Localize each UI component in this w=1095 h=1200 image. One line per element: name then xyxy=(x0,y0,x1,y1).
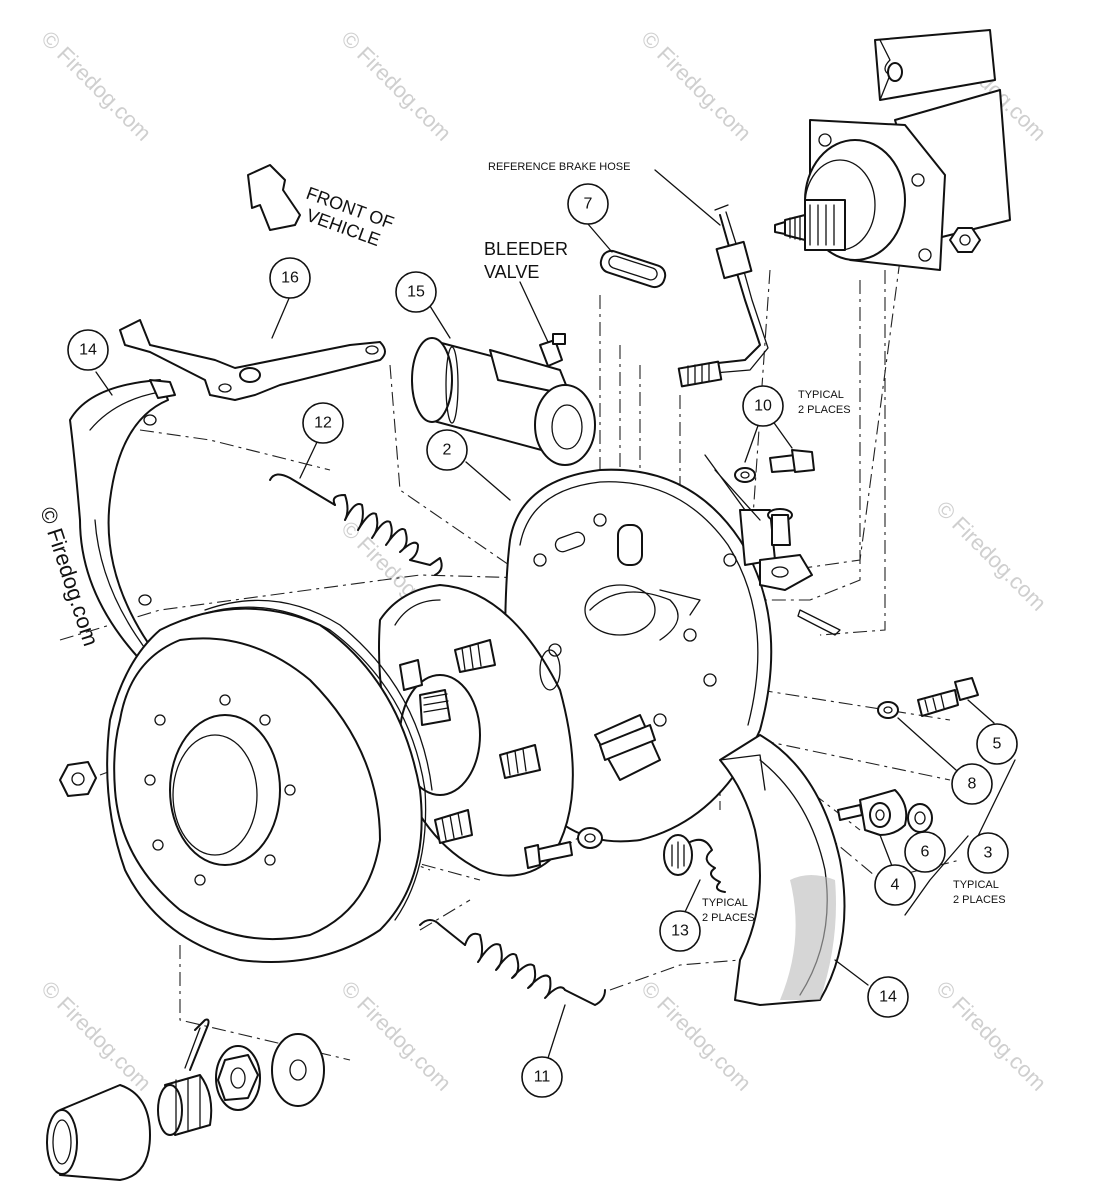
typical-note-10-line2: 2 PLACES xyxy=(798,404,851,416)
part-13-hold-down-spring xyxy=(663,834,726,893)
watermark: © Firedog.com xyxy=(931,496,1051,616)
part-14-brake-shoe-right xyxy=(719,734,846,1006)
typical-note-10-line1: TYPICAL xyxy=(798,389,844,401)
callout-number: 6 xyxy=(921,844,930,861)
part-12-upper-spring xyxy=(269,473,443,576)
part-15-wheel-cylinder xyxy=(411,333,596,466)
lug-nut-icon xyxy=(59,761,97,797)
cable-bracket xyxy=(704,454,841,636)
mounting-bracket xyxy=(874,29,996,101)
watermark: © Firedog.com xyxy=(336,26,456,146)
hub-screw xyxy=(524,827,603,869)
callout-number: 12 xyxy=(314,415,332,432)
part-10-bolt-washer xyxy=(734,449,815,483)
callout-number: 14 xyxy=(879,989,897,1006)
part-7-adjuster xyxy=(599,249,667,289)
callout-number: 10 xyxy=(754,398,772,415)
callout-10: 10 xyxy=(742,385,784,427)
front-of-vehicle-arrow-icon xyxy=(247,164,301,231)
callout-number: 2 xyxy=(443,442,452,459)
bleeder-valve-icon xyxy=(539,339,563,367)
watermark: © Firedog.com xyxy=(336,976,456,1096)
reference-brake-hose-label: REFERENCE BRAKE HOSE xyxy=(488,161,630,173)
part-8-washer xyxy=(877,701,899,719)
wheel-stud-icon xyxy=(399,659,423,691)
callout-2: 2 xyxy=(426,429,468,471)
callout-11: 11 xyxy=(521,1056,563,1098)
callout-8: 8 xyxy=(951,763,993,805)
hose-end-fitting xyxy=(677,360,723,388)
watermark: © Firedog.com xyxy=(36,976,156,1096)
typical-note-3-line1: TYPICAL xyxy=(953,879,999,891)
callout-number: 7 xyxy=(584,196,593,213)
callout-12: 12 xyxy=(302,402,344,444)
part-11-lower-spring xyxy=(419,919,606,1006)
typical-note-3-line2: 2 PLACES xyxy=(953,894,1006,906)
part-6-washer xyxy=(907,803,933,833)
valve-label: VALVE xyxy=(484,262,539,282)
callout-7: 7 xyxy=(567,183,609,225)
watermark: © Firedog.com xyxy=(636,26,756,146)
typical-note-13-line2: 2 PLACES xyxy=(702,912,755,924)
castle-nut-icon xyxy=(157,1074,213,1136)
part-16-parking-lever xyxy=(119,319,386,401)
callout-number: 15 xyxy=(407,284,425,301)
part-4-eccentric xyxy=(837,789,908,836)
callout-5: 5 xyxy=(976,723,1018,765)
callout-number: 14 xyxy=(79,342,97,359)
callout-number: 5 xyxy=(993,736,1002,753)
watermark: © Firedog.com xyxy=(931,976,1051,1096)
wheel-stud-icon xyxy=(499,744,541,779)
typical-note-13-line1: TYPICAL xyxy=(702,897,748,909)
callout-4: 4 xyxy=(874,864,916,906)
callout-13: 13 xyxy=(659,910,701,952)
callout-number: 8 xyxy=(968,776,977,793)
wheel-stud-icon xyxy=(434,809,473,844)
brake-drum xyxy=(106,599,433,963)
part-5-bolt xyxy=(917,677,979,717)
callout-15: 15 xyxy=(395,271,437,313)
axle-housing xyxy=(774,29,1011,271)
spindle-washer-icon xyxy=(271,1033,325,1107)
callout-3: 3 xyxy=(967,832,1009,874)
part-14-brake-shoe-left xyxy=(69,379,176,671)
callout-number: 3 xyxy=(984,845,993,862)
callout-14-bottom: 14 xyxy=(867,976,909,1018)
brake-hose xyxy=(677,204,769,388)
callout-number: 4 xyxy=(891,877,900,894)
hub-cap xyxy=(46,1084,151,1181)
callout-number: 16 xyxy=(281,270,299,287)
callout-14-top: 14 xyxy=(67,329,109,371)
callout-16: 16 xyxy=(269,257,311,299)
cotter-pin-small xyxy=(797,609,841,636)
wheel-stud-icon xyxy=(454,639,496,673)
axle-shaft-splines xyxy=(804,199,846,251)
brake-lining-shading xyxy=(780,875,836,1000)
callout-number: 13 xyxy=(671,923,689,940)
callout-6: 6 xyxy=(904,831,946,873)
cotter-pin-icon xyxy=(184,1018,210,1071)
watermark: © Firedog.com xyxy=(36,26,156,146)
spindle-nut-icon xyxy=(215,1045,261,1111)
flange-nut-icon xyxy=(949,227,981,253)
bleeder-label: BLEEDER xyxy=(484,239,568,259)
callout-number: 11 xyxy=(534,1069,551,1086)
hose-fitting xyxy=(715,240,753,280)
